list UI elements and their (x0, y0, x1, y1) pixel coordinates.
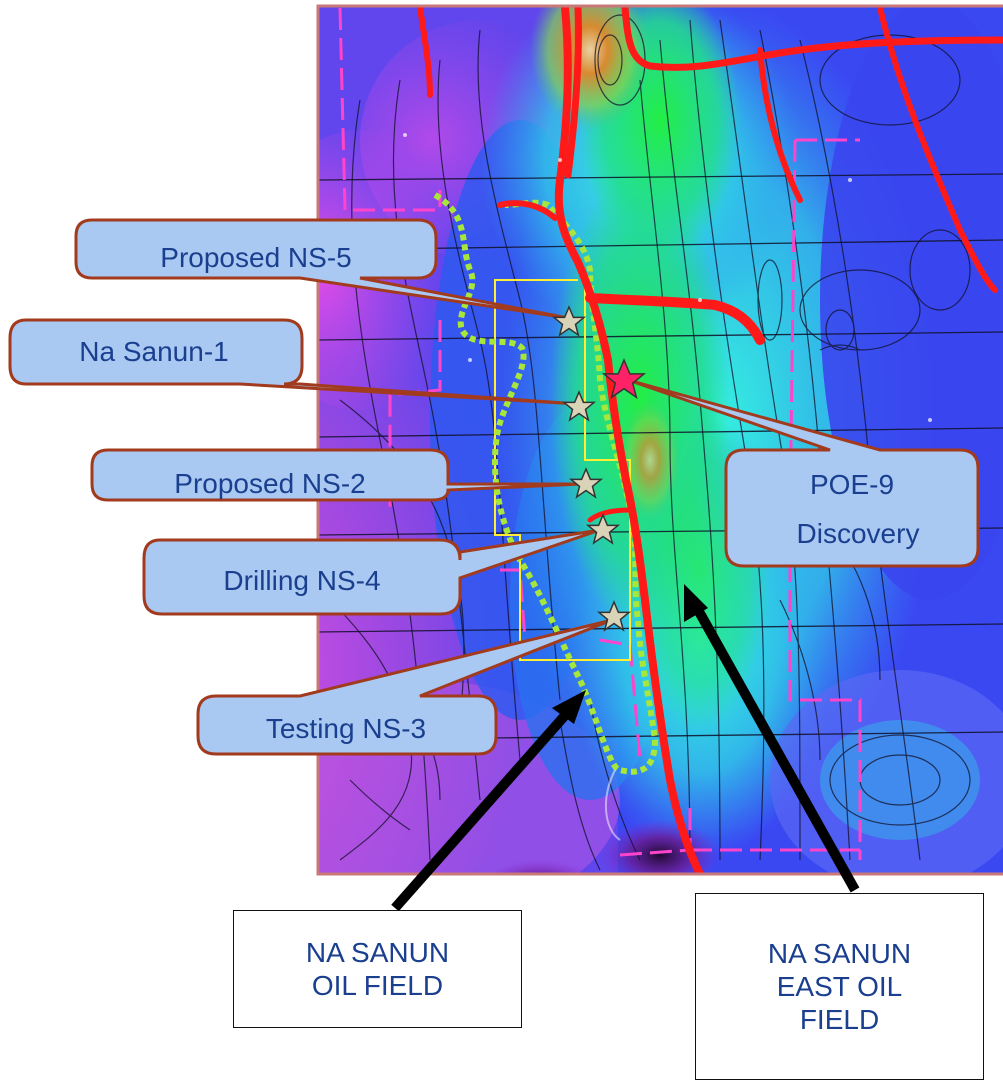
star-icon (551, 305, 587, 337)
callout-drilling-ns-4: Drilling NS-4 (142, 528, 601, 616)
minor-well-markers (403, 133, 932, 422)
callout-label-testing-ns-3: Testing NS-3 (266, 713, 426, 744)
field-label-na-sanun: NA SANUN OIL FIELD (233, 910, 522, 1028)
well-markers (551, 305, 647, 632)
arrow-icon (692, 605, 860, 893)
fault-lines (417, 6, 1003, 874)
map-frame (316, 4, 1003, 876)
license-outline-yellow (494, 279, 631, 661)
oil-field-outline (433, 192, 659, 775)
grid-lines (318, 173, 1003, 741)
star-icon (585, 513, 621, 545)
star-icon (601, 358, 647, 400)
field-label-line: NA SANUN (767, 938, 912, 969)
field-label-line: EAST OIL (776, 971, 903, 1002)
field-label-line: FIELD (799, 1004, 880, 1035)
callout-label-na-sanun-1: Na Sanun-1 (79, 336, 228, 367)
callout-poe-9-discovery: POE-9 Discovery (627, 378, 980, 568)
callout-proposed-ns-2: Proposed NS-2 (90, 448, 583, 502)
star-icon (568, 467, 604, 499)
star-icon (596, 600, 632, 632)
field-label-line: OIL FIELD (311, 970, 444, 1001)
field-label-line: NA SANUN (305, 937, 450, 968)
callout-label-poe-9: POE-9 (810, 469, 894, 500)
callout-proposed-ns-5: Proposed NS-5 (74, 218, 569, 320)
callout-label-drilling-ns-4: Drilling NS-4 (223, 565, 380, 596)
arrow-icon (391, 708, 572, 912)
field-label-na-sanun-east: NA SANUN EAST OIL FIELD (695, 893, 984, 1080)
star-icon (561, 390, 597, 422)
field-pointer-arrows (391, 584, 860, 912)
callout-label-proposed-ns-2: Proposed NS-2 (174, 468, 365, 499)
callout-testing-ns-3: Testing NS-3 (196, 618, 613, 756)
callout-label-proposed-ns-5: Proposed NS-5 (160, 242, 351, 273)
callout-na-sanun-1: Na Sanun-1 (8, 318, 579, 406)
callout-label-discovery: Discovery (797, 518, 920, 549)
